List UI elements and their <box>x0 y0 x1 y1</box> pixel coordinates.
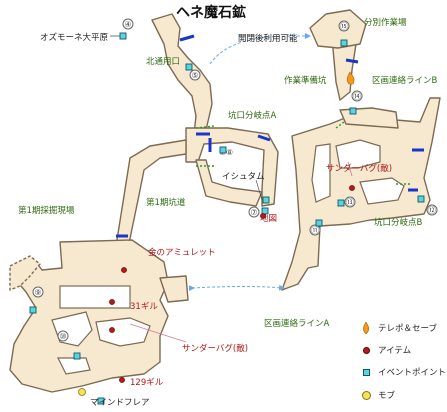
item-icon <box>349 185 355 191</box>
osmone-label: オズモーネ大平原 <box>40 33 109 43</box>
event-point-icon <box>417 195 425 203</box>
north-tunnel <box>151 13 213 135</box>
legend-item: アイテム <box>358 344 411 356</box>
svg-text:⑭: ⑭ <box>353 92 361 101</box>
svg-text:⑤: ⑤ <box>191 71 198 80</box>
event-point-icon <box>340 39 348 47</box>
route-line-south <box>188 284 285 292</box>
marker-5: ⑤ <box>189 69 201 81</box>
svg-text:⑫: ⑫ <box>428 206 436 215</box>
svg-text:⑦: ⑦ <box>250 208 257 217</box>
legend-event-label: イベントポイント <box>378 368 447 378</box>
event-point-icon <box>262 196 270 204</box>
item-icon <box>260 213 266 219</box>
item-icon <box>109 299 115 305</box>
mob-icon <box>361 390 371 400</box>
ishutaam-label: イシュタム <box>222 172 265 182</box>
svg-text:⑩: ⑩ <box>59 332 66 341</box>
teleport-save-icon <box>358 322 374 334</box>
zone-line-b-label: 区画連絡ラインB <box>372 76 438 86</box>
item-icon <box>121 267 127 273</box>
event-point-icon <box>73 352 81 360</box>
branch-a-label: 坑口分岐点A <box>228 111 277 121</box>
marker-14: ⑭ <box>351 90 363 102</box>
connector-a <box>159 275 189 303</box>
marker-9: ⑨ <box>32 286 44 298</box>
prep-pit-label: 作業準備坑 <box>284 76 327 86</box>
work-area-room <box>309 9 367 49</box>
marker-13: ⑬ <box>344 196 356 208</box>
numbered-markers: ④ ⑤ ⑥⑧ ⑦ ⑨ ⑩ ⑪ ⑫ ⑬ ⑭ ⑮ <box>32 18 438 342</box>
map-item-label: 地図 <box>260 214 278 224</box>
event-point-icon <box>97 397 105 405</box>
marker-4: ④ <box>122 18 134 30</box>
sander-bug-lower-label: サンダーバグ(敵) <box>182 344 249 354</box>
west-branch <box>9 255 41 291</box>
sander-bug-upper-label: サンダーバグ(敵) <box>326 164 393 174</box>
item-icon <box>362 346 370 354</box>
legend-mob: モブ <box>358 389 395 401</box>
zone-line-a-label: 区画連絡ラインA <box>264 319 330 329</box>
item-icon <box>119 377 125 383</box>
event-point-icon <box>185 63 193 71</box>
marker-12: ⑫ <box>426 204 438 216</box>
gil31-label: 31ギル <box>130 302 158 312</box>
event-point-icon <box>362 368 370 376</box>
event-point-icon <box>337 199 345 207</box>
legend-mob-label: モブ <box>378 391 396 401</box>
svg-text:⑪: ⑪ <box>311 226 319 235</box>
gil129-label: 129ギル <box>130 378 164 388</box>
svg-text:⑮: ⑮ <box>340 22 348 31</box>
route-line-north <box>209 33 311 65</box>
ishutaam-corridor <box>195 159 263 207</box>
mind-flare-label: マインドフレア <box>90 398 150 408</box>
branch-b-label: 坑口分岐点B <box>374 218 423 228</box>
amulet-label: 金のアミュレット <box>148 248 216 258</box>
legend-teleport: テレポ＆セーブ <box>358 322 437 334</box>
map-title: ヘネ魔石鉱 <box>176 5 246 21</box>
first-pit-corridor <box>115 139 187 249</box>
marker-11: ⑪ <box>309 224 321 236</box>
mob-icon <box>78 388 86 396</box>
north-exit-label: 北通用口 <box>146 57 181 67</box>
event-point-icon <box>119 32 127 40</box>
svg-text:⑨: ⑨ <box>34 288 41 297</box>
event-point-icon <box>315 219 323 227</box>
event-point-icon <box>219 146 227 154</box>
event-point-icon <box>349 107 357 115</box>
svg-text:④: ④ <box>124 20 131 29</box>
first-field-label: 第1期採掘現場 <box>18 206 75 216</box>
legend-teleport-label: テレポ＆セーブ <box>378 324 437 334</box>
marker-15: ⑮ <box>338 20 350 32</box>
east-loop <box>281 97 441 291</box>
marker-7: ⑦ <box>248 206 260 218</box>
svg-text:⑬: ⑬ <box>346 198 354 207</box>
work-area-label: 分別作業場 <box>364 18 407 28</box>
open-after-label: 開閉後利用可能 <box>238 34 298 44</box>
event-point-icon <box>29 306 37 314</box>
legend-item-label: アイテム <box>378 346 412 356</box>
teleport-save-icon <box>346 71 355 85</box>
item-icon <box>109 327 115 333</box>
legend-event: イベントポイント <box>358 366 446 378</box>
first-pit-label: 第1期坑道 <box>146 198 186 208</box>
marker-10: ⑩ <box>57 330 69 342</box>
